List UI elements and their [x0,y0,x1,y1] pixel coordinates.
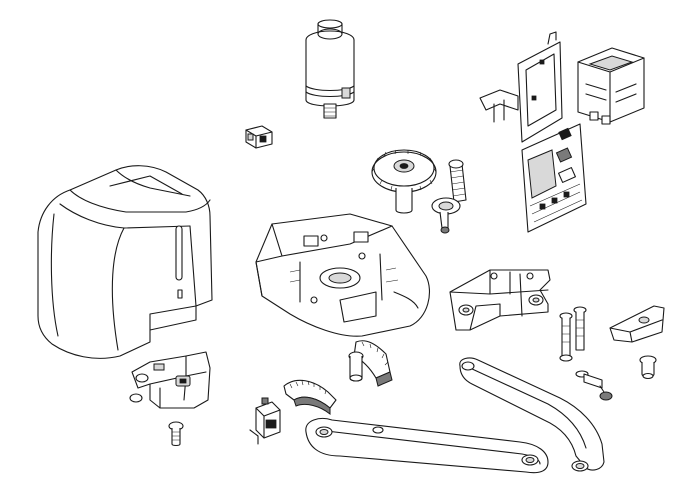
control-board [521,123,587,233]
long-bolt-2 [573,306,587,351]
wedge-stop [609,305,665,343]
straight-arm [305,417,549,474]
connector-block [249,397,281,445]
worm-shaft [431,159,467,234]
pivot-pin [348,351,364,382]
mounting-bracket [449,269,551,331]
arm-bolt [575,370,613,401]
arm-pin [639,355,657,380]
small-screw [168,421,184,447]
gear-sector [283,379,337,416]
lock-cylinder [175,375,191,387]
gear-sector-half [353,340,393,387]
release-lever [129,351,211,409]
gearbox-base-plate [255,213,430,337]
long-bolt [559,312,573,362]
small-connector [245,125,273,149]
control-board-bracket [479,31,563,143]
transformer [577,47,645,125]
motor-housing-cover [37,165,213,359]
worm-gear [371,149,437,214]
curved-arm [459,357,605,472]
electric-motor [305,19,355,119]
